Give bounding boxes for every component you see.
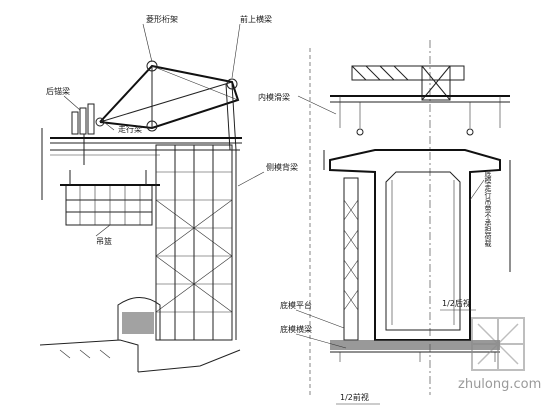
bottom-walking-label: 底模走行吊带不承担荷载 bbox=[484, 169, 492, 248]
watermark: zhulong.com bbox=[458, 317, 541, 392]
hanging-basket-frame bbox=[60, 170, 160, 226]
watermark-text: zhulong.com bbox=[458, 377, 541, 392]
hanging-basket-label: 吊篮 bbox=[96, 236, 112, 246]
front-view-title: 1/2前视 bbox=[340, 392, 369, 402]
scaffold-tower bbox=[155, 144, 237, 341]
rear-anchor-jacks bbox=[71, 103, 95, 165]
rear-anchor-label: 后锚梁 bbox=[46, 86, 70, 96]
bottom-platform-label: 底模平台 bbox=[280, 300, 312, 310]
top-truss bbox=[330, 65, 510, 136]
inner-slide-label: 内模滑梁 bbox=[258, 92, 290, 102]
box-girder bbox=[329, 149, 501, 341]
walking-beam-label: 走行梁 bbox=[118, 124, 142, 134]
diamond-truss bbox=[95, 60, 240, 151]
side-formwork-label: 侧模背梁 bbox=[266, 162, 298, 172]
side-elevation: 菱形桁架 前上横梁 后锚梁 走行梁 侧模背梁 吊篮 bbox=[39, 14, 298, 373]
zhulong-logo-icon bbox=[471, 317, 525, 371]
cross-section: 内模滑梁 底模走行吊带不承担荷载 底模平台 底模横梁 1/2前视 1/2后视 bbox=[258, 40, 511, 405]
truss-label: 菱形桁架 bbox=[146, 14, 178, 24]
side-tower bbox=[323, 150, 359, 341]
pier-ground bbox=[39, 297, 241, 373]
bottom-beam-label: 底模横梁 bbox=[280, 324, 312, 334]
front-beam-label: 前上横梁 bbox=[240, 14, 272, 24]
deck-beams bbox=[41, 128, 242, 200]
rear-view-title: 1/2后视 bbox=[442, 298, 471, 308]
